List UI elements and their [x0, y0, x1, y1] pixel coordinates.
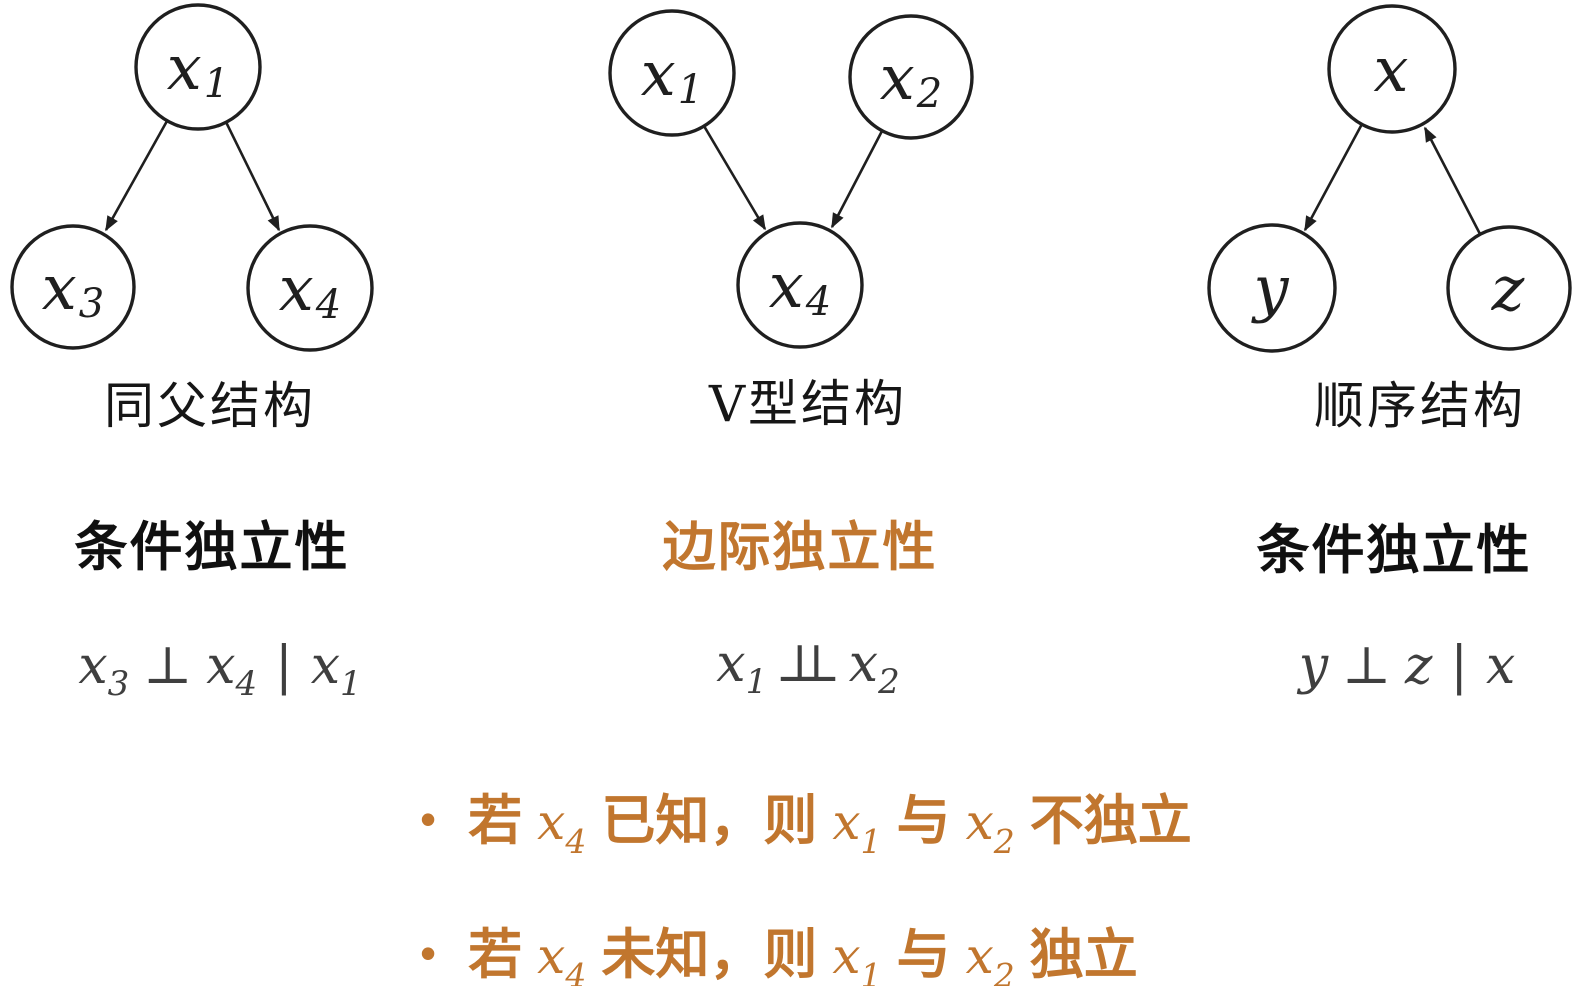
double-perp-symbol: ⊥ [775, 634, 825, 694]
math-var: x [206, 636, 236, 696]
node-circle-x2-v [848, 14, 974, 140]
given-bar: | [275, 636, 293, 696]
edge-z-to-x [1423, 126, 1482, 235]
perp-symbol: ⊥ [1342, 636, 1392, 696]
node-circle-x4-v [736, 221, 864, 349]
given-bar: | [1450, 636, 1468, 696]
structure-title-sequential: 顺序结构 [1314, 377, 1526, 435]
math-var: x [965, 793, 994, 851]
math-sub: 3 [107, 664, 130, 704]
math-var: x [78, 636, 108, 696]
cjk-text: 与 [881, 925, 966, 985]
property-label-conditional-1: 条件独立性 [74, 518, 350, 577]
structure-title-same-parent: 同父结构 [104, 377, 316, 435]
math-var: x [537, 927, 566, 985]
formula-x1-indep-x2: x1⊥⊥x2 [608, 634, 1008, 702]
double-perp-symbol: ⊥ [791, 634, 841, 694]
bullet-note-known: •若 x4 已知，则 x1 与 x2 不独立 [420, 776, 1192, 870]
math-var: x [832, 793, 861, 851]
node-circle-y-seq [1207, 223, 1337, 353]
edge-x1-to-x4 [224, 121, 281, 232]
math-var: x [716, 634, 746, 694]
cjk-text: 若 [468, 925, 538, 985]
math-var: x [537, 793, 566, 851]
math-sub: 2 [993, 822, 1015, 861]
edge-x2-to-x4-v [830, 130, 884, 229]
structure-title-v: V型结构 [708, 375, 908, 433]
math-sub: 4 [235, 664, 258, 704]
node-circle-x1 [134, 3, 262, 131]
property-label-conditional-2: 条件独立性 [1256, 521, 1532, 580]
node-circle-x1-v [608, 9, 736, 137]
formula-y-indep-z-given-x: y⊥z | x [1207, 636, 1582, 696]
edge-x-to-y [1303, 123, 1364, 232]
math-var: x [1485, 636, 1516, 696]
cjk-text: 与 [881, 791, 966, 851]
node-circle-z-seq [1446, 225, 1572, 351]
math-var: x [832, 927, 861, 985]
math-sub: 1 [745, 662, 768, 702]
node-circle-x-seq [1327, 4, 1457, 134]
node-circle-x4 [246, 224, 374, 352]
math-var: y [1298, 636, 1329, 696]
math-sub: 2 [993, 956, 1015, 986]
math-var: x [310, 636, 341, 696]
formula-x3-indep-x4-given-x1: x3⊥x4|x1 [20, 636, 420, 704]
cjk-text: 若 [468, 791, 538, 851]
edge-x1-to-x3 [104, 120, 169, 232]
edge-x1-to-x4-v [702, 125, 767, 231]
property-label-marginal: 边际独立性 [662, 518, 938, 577]
math-sub: 2 [878, 662, 900, 702]
math-sub: 1 [860, 956, 882, 986]
node-circle-x3 [10, 224, 136, 350]
cjk-text: 已知，则 [586, 791, 833, 851]
math-sub: 1 [340, 664, 362, 704]
bullet-note-unknown: •若 x4 未知，则 x1 与 x2 独立 [420, 910, 1138, 986]
perp-symbol: ⊥ [143, 636, 193, 696]
bullet-marker: • [420, 927, 437, 979]
cjk-text: 未知，则 [586, 925, 833, 985]
graph-canvas [10, 3, 1572, 353]
math-sub: 1 [860, 822, 882, 861]
cjk-text: 不独立 [1014, 791, 1192, 851]
math-var: x [848, 634, 879, 694]
math-var: z [1405, 636, 1433, 696]
cjk-text: 独立 [1014, 925, 1138, 985]
bullet-marker: • [420, 793, 437, 845]
math-sub: 4 [565, 822, 587, 861]
math-var: x [965, 927, 994, 985]
math-sub: 4 [565, 956, 587, 986]
